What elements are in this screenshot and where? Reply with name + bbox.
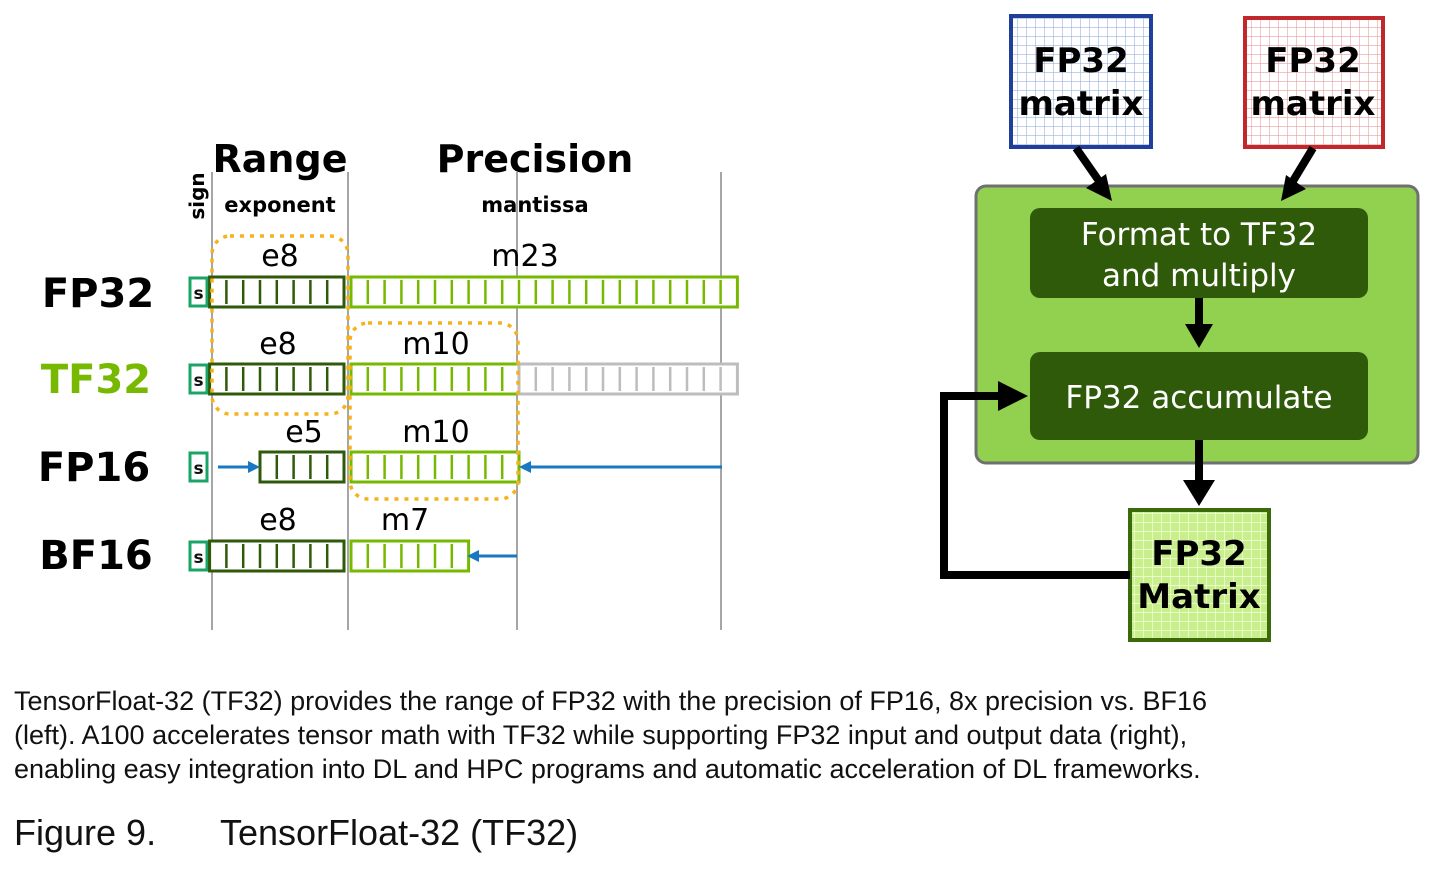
exponent-label: exponent [224, 193, 335, 217]
input-matrix-b-line2: matrix [1251, 84, 1376, 124]
accumulate-box [1030, 352, 1368, 440]
mantissa-bits-fp32 [349, 275, 739, 309]
range-label: Range [213, 137, 348, 181]
range-highlight [210, 234, 350, 416]
input-a-arrowhead [1086, 174, 1112, 201]
input-a-arrow [1072, 145, 1103, 184]
mantissa-bits-label-tf32: m10 [402, 327, 469, 362]
format-name-tf32: TF32 [41, 357, 151, 403]
sign-bit-bf16 [188, 540, 209, 572]
sign-bit-label-fp32: s [193, 284, 203, 304]
exponent-bits-label-fp16: e5 [285, 415, 323, 450]
mantissa-bits-bf16 [349, 539, 471, 573]
feedback-arrowhead [998, 381, 1028, 411]
output-matrix-line2: Matrix [1137, 577, 1260, 617]
sign-bit-label-fp16: s [193, 459, 203, 479]
figure-canvas: sign Range exponent Precision mantissa F… [38, 14, 1420, 642]
exponent-bits-fp32 [208, 275, 346, 309]
sign-bit-fp16 [188, 451, 209, 483]
mantissa-bits-fp16 [349, 450, 521, 484]
figure-caption: TensorFloat-32 (TF32) provides the range… [14, 684, 1414, 786]
bf16-mantissa-arrowhead [467, 550, 479, 562]
exponent-bits-fp16-frame [258, 450, 346, 484]
sign-bit-label-tf32: s [193, 371, 203, 391]
exponent-bits-label-bf16: e8 [259, 503, 297, 538]
exponent-bits-fp16 [258, 450, 346, 484]
fp16-exponent-arrowhead [248, 461, 260, 473]
mantissa-bits-label-bf16: m7 [381, 503, 429, 538]
accumulate-to-output-arrowhead [1183, 480, 1215, 506]
input-matrix-a-box [1009, 14, 1153, 149]
sign-bit-tf32 [188, 363, 209, 395]
precision-highlight [348, 321, 520, 501]
flow-diagram: FP32 matrix FP32 matrix Format to TF32 a… [940, 14, 1420, 642]
figure-number: Figure 9. [14, 812, 157, 853]
flow-arrows [940, 145, 1317, 579]
precision-label: Precision [437, 137, 634, 181]
mantissa-label: mantissa [481, 193, 588, 217]
feedback-arrow [940, 392, 1130, 579]
format-name-fp16: FP16 [38, 445, 150, 491]
unused-bits-tf32-frame [517, 362, 739, 396]
bit-rows: s s s s [188, 275, 739, 573]
input-matrix-b-box [1243, 16, 1385, 149]
format-name-fp32: FP32 [42, 271, 154, 317]
sign-label: sign [185, 172, 209, 219]
fp16-mantissa-arrowhead [519, 461, 531, 473]
exponent-bits-label-tf32: e8 [259, 327, 297, 362]
format-multiply-line1: Format to TF32 [1081, 217, 1317, 253]
exponent-bits-label-fp32: e8 [261, 239, 299, 274]
input-matrix-b: FP32 matrix [1243, 16, 1385, 149]
mantissa-bits-label-fp16: m10 [402, 415, 469, 450]
unused-bits-tf32 [517, 362, 739, 396]
format-diagram: sign Range exponent Precision mantissa F… [38, 137, 739, 630]
exponent-bits-bf16 [208, 539, 346, 573]
accumulate-step: FP32 accumulate [1030, 352, 1368, 440]
input-matrix-a-line2: matrix [1019, 84, 1144, 124]
multiply-to-accumulate-arrowhead [1185, 324, 1213, 348]
mantissa-bits-tf32 [349, 362, 521, 396]
output-matrix: FP32 Matrix [1128, 508, 1271, 642]
input-b-arrow [1289, 145, 1317, 184]
sign-bit-fp32 [188, 276, 209, 308]
format-multiply-line2: and multiply [1102, 258, 1296, 294]
caption-line-3: enabling easy integration into DL and HP… [14, 754, 1201, 784]
accumulate-label: FP32 accumulate [1065, 380, 1332, 416]
mantissa-bits-label-fp32: m23 [491, 239, 558, 274]
format-multiply-box [1030, 208, 1368, 298]
input-matrix-a: FP32 matrix [1009, 14, 1153, 149]
format-multiply-step: Format to TF32 and multiply [1030, 208, 1368, 298]
sign-bit-label-bf16: s [193, 548, 203, 568]
format-name-bf16: BF16 [39, 533, 152, 579]
input-matrix-a-line1: FP32 [1033, 41, 1128, 81]
exponent-bits-tf32 [208, 362, 346, 396]
input-b-arrowhead [1281, 175, 1306, 201]
output-matrix-line1: FP32 [1151, 534, 1246, 574]
caption-line-1: TensorFloat-32 (TF32) provides the range… [14, 686, 1208, 716]
mantissa-bits-fp32-frame [349, 275, 739, 309]
figure-label: Figure 9. TensorFloat-32 (TF32) [14, 812, 578, 854]
figure-title: TensorFloat-32 (TF32) [220, 812, 579, 853]
caption-line-2: (left). A100 accelerates tensor math wit… [14, 720, 1188, 750]
output-matrix-box [1128, 508, 1271, 642]
input-matrix-b-line1: FP32 [1265, 41, 1360, 81]
flow-arrowheads [998, 174, 1306, 506]
